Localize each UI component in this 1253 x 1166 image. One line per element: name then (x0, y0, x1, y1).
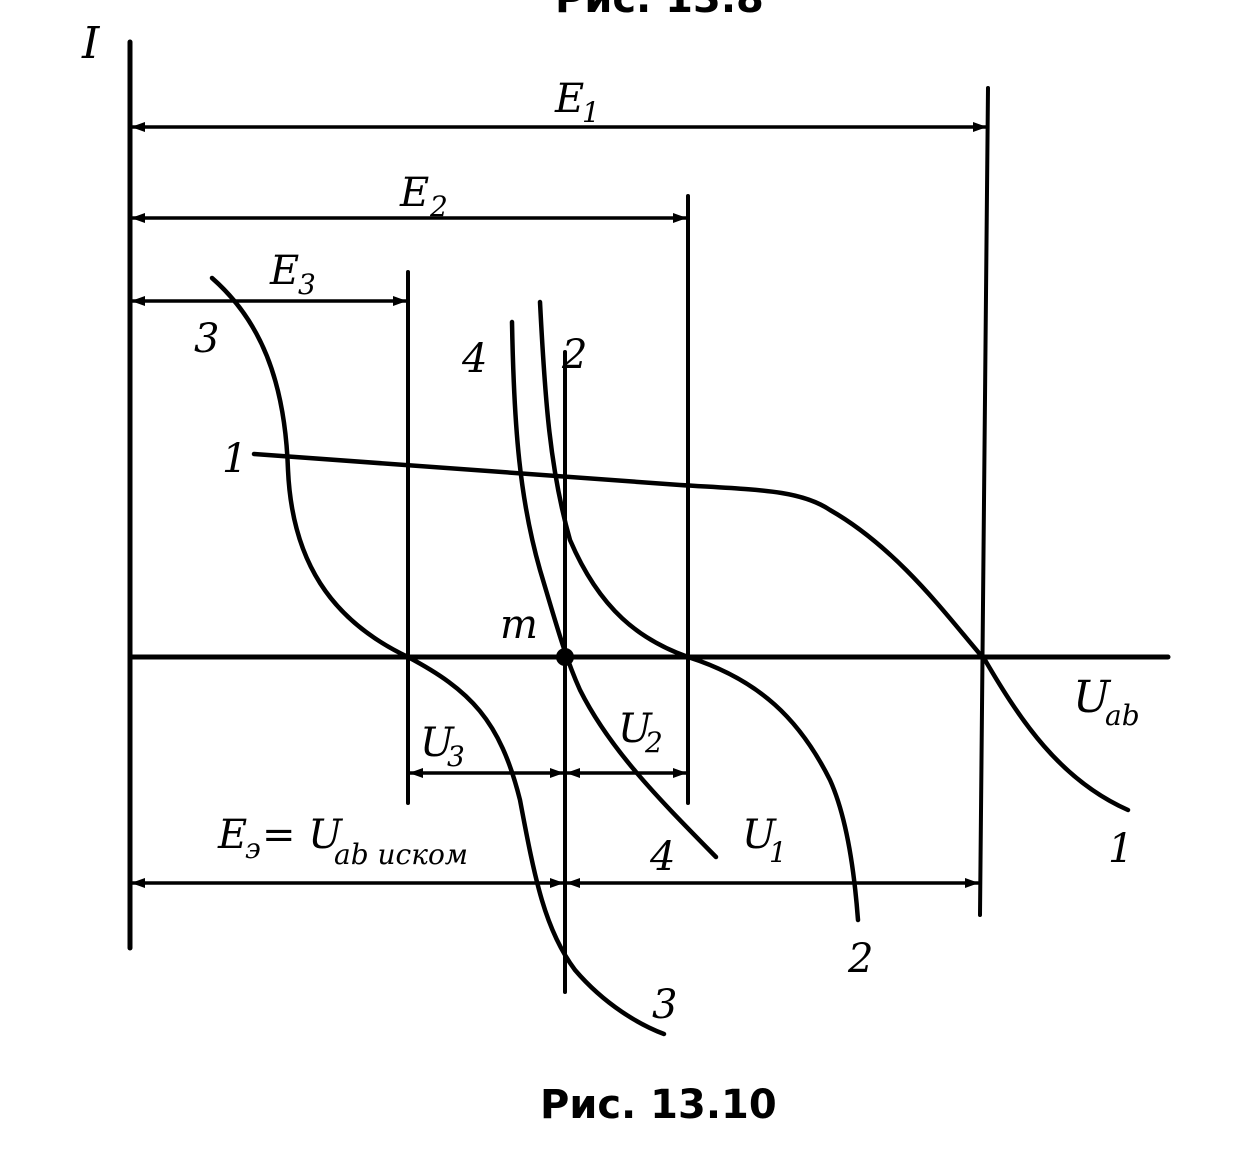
current-axis-label: I (81, 18, 101, 69)
curve-1 (251, 451, 1131, 813)
svg-text:1: 1 (582, 96, 600, 129)
e3-label: E 3 (269, 248, 316, 301)
e1-label: E 1 (554, 76, 600, 129)
svg-text:3: 3 (447, 740, 465, 773)
svg-text:E: E (399, 170, 429, 216)
svg-text:2: 2 (429, 190, 448, 223)
curve-2-top-label: 2 (561, 332, 587, 378)
curve-3-top-label: 3 (194, 316, 219, 362)
svg-text:= U: = U (262, 812, 343, 858)
svg-text:ab: ab (1105, 699, 1140, 732)
e1-line (978, 86, 990, 917)
svg-text:ab искoм: ab искoм (334, 838, 468, 871)
point-m-label: m (500, 602, 538, 648)
intersection-point-m (556, 648, 574, 666)
curve-3 (209, 275, 667, 1037)
e2-label: E 2 (399, 170, 448, 223)
svg-text:E: E (269, 248, 299, 294)
header-caption-fragment: Рис. 13.8 (555, 0, 764, 22)
ee-label: E э = U ab искoм (217, 812, 468, 871)
svg-text:1: 1 (769, 836, 787, 869)
curve-3-bottom-label: 3 (652, 982, 677, 1028)
svg-text:э: э (245, 832, 261, 865)
svg-text:U: U (618, 706, 653, 752)
u1-label: U 1 (742, 812, 787, 869)
u2-label: U 2 (618, 706, 663, 759)
curve-1-bottom-label: 1 (1108, 826, 1133, 872)
curve-4-bottom-label: 4 (649, 834, 675, 880)
u3-label: U 3 (420, 720, 465, 773)
svg-text:E: E (554, 76, 584, 122)
svg-text:3: 3 (298, 268, 316, 301)
svg-text:E: E (217, 812, 247, 858)
voltage-axis-label: U ab (1073, 672, 1140, 732)
curve-4-top-label: 4 (461, 336, 487, 382)
svg-text:U: U (742, 812, 777, 858)
curve-4 (509, 319, 719, 860)
svg-text:2: 2 (644, 726, 663, 759)
curve-2-bottom-label: 2 (847, 936, 873, 982)
curve-2 (537, 299, 861, 923)
svg-text:U: U (420, 720, 455, 766)
svg-text:U: U (1073, 672, 1112, 723)
curve-1-top-label: 1 (222, 436, 247, 482)
figure-caption: Рис. 13.10 (540, 1082, 777, 1128)
